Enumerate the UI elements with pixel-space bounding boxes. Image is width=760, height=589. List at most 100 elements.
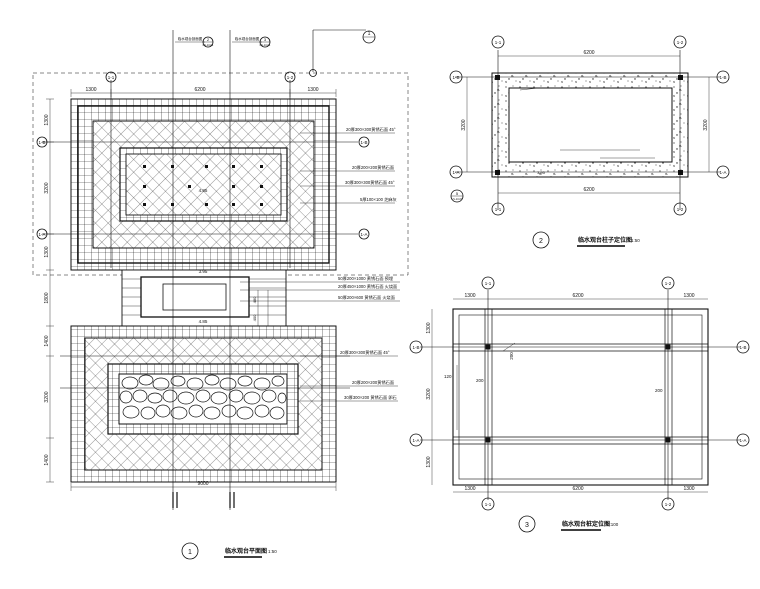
section-ref-num-2: 3: [264, 37, 267, 42]
pile-outline: [452, 308, 709, 486]
pebble-field: [118, 373, 288, 425]
col-scale: 1:50: [631, 238, 640, 243]
col-axis-bottom-1: 1-1: [495, 207, 502, 212]
pile-top-dim-3: 1300: [683, 293, 694, 299]
section-ref-num-1: 2: [207, 37, 210, 42]
svg-text:480: 480: [252, 296, 257, 303]
col-top-dim: 6200: [583, 50, 594, 56]
plan-left-dim-6: 3200: [44, 391, 50, 402]
plan-axis-side-b-right: 1-B: [360, 140, 367, 145]
plan-left-dim-1: 1300: [44, 114, 50, 125]
pile-scale: 1:100: [607, 522, 619, 527]
col-left-dim: 3200: [461, 119, 467, 130]
pile-inner-dim-2: 200: [476, 378, 484, 383]
plan-callout-index: 1: [368, 31, 371, 37]
pile-left-dim-3: 1300: [426, 456, 432, 467]
pile-axis-bottom-1: 1-1: [485, 502, 492, 507]
svg-text:400: 400: [252, 314, 257, 321]
pile-inner-dim-3: 200: [509, 352, 514, 360]
col-axis-top-2: 1-2: [677, 40, 684, 45]
section-ref-sheet-2: LS-13-01: [260, 43, 271, 47]
plan-drawing: 1300 6200 1300 1-1 1-2 1-B 1-B 1-A 1-A 1: [32, 29, 409, 560]
pile-marks: [485, 344, 671, 443]
col-title: 临水观台柱子定位图: [578, 236, 632, 244]
plan-index: 1: [188, 549, 192, 556]
pile-bottom-dim-1: 1300: [464, 486, 475, 492]
col-axis-left-b: 1-B: [452, 75, 459, 80]
plan-left-dims: 1300 3200 1300 1800 1400 3200 1400: [44, 98, 54, 483]
col-tag-sheet: LS-13-01: [452, 197, 463, 201]
plan-bottom-dim: 9000: [70, 481, 337, 508]
plan-top-dim-2: 6200: [194, 87, 205, 93]
section-ref-sheet-1: LS-13-01: [203, 43, 214, 47]
plan-label-upper-1: 20厚300×300黄锈石面 45°: [346, 126, 396, 133]
plan-label-lower-1: 20厚300×300黄锈石面 45°: [340, 349, 390, 356]
plan-left-dim-3: 1300: [44, 246, 50, 257]
pile-bottom-dim-2: 6200: [572, 486, 583, 492]
pile-title: 临水观台桩定位图: [562, 520, 610, 528]
steps: [121, 269, 287, 327]
plan-label-upper-7: 50厚200×600 黄锈石面 火烧面: [338, 294, 395, 301]
col-right-dim: 3200: [703, 119, 709, 130]
plan-left-dim-4: 1800: [44, 292, 50, 303]
pile-axis-right-a: 1-A: [739, 438, 746, 443]
plan-label-lower-3: 30厚300×200 黄锈石面 卵石: [344, 394, 397, 401]
plan-label-upper-5: 50厚200×1000 黄锈石面 预埋: [338, 275, 394, 282]
pile-axis-right-b: 1-B: [739, 345, 746, 350]
section-ref-text-1: 临水观台剖面图: [178, 36, 203, 41]
plan-level-2: 3.95: [199, 269, 208, 274]
plan-axis-bubbles: 1-1 1-2 1-B 1-B 1-A 1-A: [36, 69, 370, 240]
plan-leaders: 20厚300×300黄锈石面 45° 20厚200×200黄锈石面 30厚300…: [240, 126, 400, 402]
plan-left-dim-2: 3200: [44, 182, 50, 193]
plan-left-dim-5: 1400: [44, 335, 50, 346]
pile-inner-dim-1: 120: [444, 374, 452, 379]
plan-axis-top-2: 1-2: [287, 75, 294, 80]
col-axis-top-1: 1-1: [495, 40, 502, 45]
col-level: 3.95: [537, 170, 546, 175]
plan-axis-side-b-left: 1-B: [38, 140, 45, 145]
plan-level-3: 4.85: [199, 319, 208, 324]
col-axis-left-a: 1-A: [452, 170, 459, 175]
plan-top-dims: 1300 6200 1300: [70, 87, 337, 97]
plan-label-upper-6: 20厚450×1000 黄锈石面 火烧面: [338, 283, 397, 290]
pile-left-dim-2: 3200: [426, 388, 432, 399]
plan-level-1: 4.85: [199, 188, 208, 193]
plan-top-dim-3: 1300: [307, 87, 318, 93]
pile-axis-bottom-2: 1-2: [665, 502, 672, 507]
pile-bottom-dim-3: 1300: [683, 486, 694, 492]
plan-label-upper-2: 20厚200×200黄锈石面: [352, 164, 394, 171]
plan-scale: 1:50: [268, 549, 277, 554]
column-layout-drawing: 6200 6200 3200 3200 1-1 1-2 1-1 1-2 1-B …: [449, 35, 730, 249]
pile-axis-left-a: 1-A: [412, 438, 419, 443]
plan-axis-side-a-right: 1-A: [360, 232, 367, 237]
pile-index: 3: [525, 522, 529, 529]
upper-nodes: [143, 165, 263, 206]
plan-top-dim-1: 1300: [85, 87, 96, 93]
pile-top-dim-1: 1300: [464, 293, 475, 299]
step-dims: 480 400: [252, 290, 269, 326]
plan-title: 临水观台平面图: [225, 547, 267, 555]
pile-left-dim-1: 1300: [426, 322, 432, 333]
plan-left-dim-7: 1400: [44, 454, 50, 465]
section-refs: 临水观台剖面图 2 LS-13-01 临水观台剖面图 3 LS-13-01: [175, 36, 271, 48]
pebbles: [119, 374, 287, 420]
col-axis-bottom-2: 1-2: [677, 207, 684, 212]
col-index: 2: [539, 238, 543, 245]
plan-bottom-dim-text: 9000: [197, 481, 208, 487]
plan-label-lower-2: 20厚200×200黄锈石面: [352, 379, 394, 386]
plan-axis-top-1: 1-1: [108, 75, 115, 80]
plan-callout: 1: [362, 30, 376, 44]
pile-inner-dim-4: 200: [655, 388, 663, 393]
col-bottom-dim: 6200: [583, 187, 594, 193]
pile-axis-left-b: 1-B: [412, 345, 419, 350]
section-ref-text-2: 临水观台剖面图: [235, 36, 260, 41]
col-tag-num: 5: [456, 191, 459, 196]
plan-title-block: 1 临水观台平面图 1:50: [181, 542, 277, 560]
plan-axes: [42, 29, 366, 510]
plan-label-upper-3: 30厚300×300黄锈石面 45°: [345, 179, 395, 186]
column-marks: [495, 75, 683, 175]
pile-axis-top-1: 1-1: [485, 281, 492, 286]
pile-axis-top-2: 1-2: [665, 281, 672, 286]
pile-top-dim-2: 6200: [572, 293, 583, 299]
